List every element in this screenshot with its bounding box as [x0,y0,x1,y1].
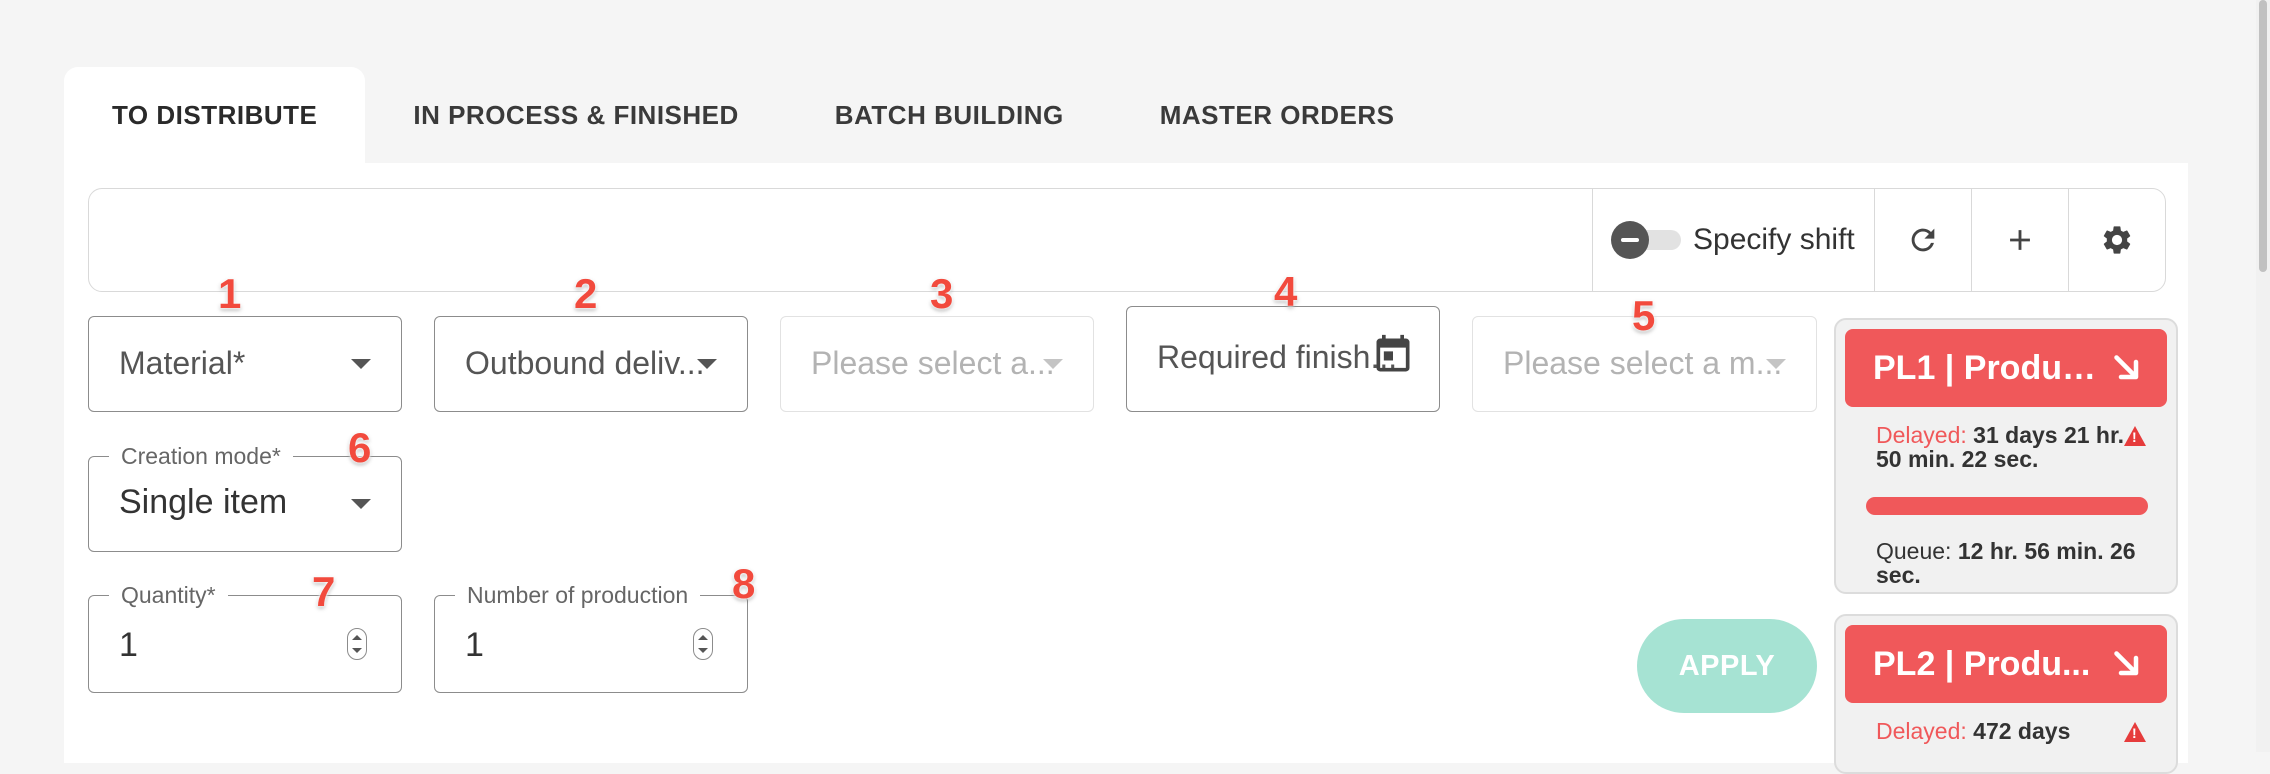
delayed-label: Delayed: [1876,718,1967,744]
quantity-value: 1 [119,626,138,664]
delayed-label: Delayed: [1876,422,1967,448]
chevron-down-icon [1043,359,1063,369]
marker-8: 8 [732,560,756,607]
refresh-button[interactable] [1874,189,1971,291]
production-line-card: PL2 | Produ... Delayed: 472 days [1834,614,2178,774]
production-line-title: PL2 | Produ... [1873,644,2091,683]
plus-icon [2010,230,2030,250]
delayed-value: 31 days 21 hr. 50 min. 22 sec. [1876,422,2125,472]
number-of-production-stepper[interactable] [693,628,713,660]
quantity-label: Quantity* [109,582,228,609]
outbound-delivery-label: Outbound deliv... [465,345,705,381]
number-of-production-input[interactable]: Number of production 1 [434,582,748,693]
chevron-down-icon [351,499,371,509]
gear-icon [2103,226,2131,254]
marker-2: 2 [574,270,598,317]
scrollbar-thumb[interactable] [2259,0,2267,272]
specify-shift-toggle[interactable] [1611,221,1683,259]
settings-button[interactable] [2068,189,2165,291]
quantity-stepper[interactable] [347,628,367,660]
arrow-down-right-icon [2114,355,2139,380]
select-field-3-placeholder: Please select a... [811,345,1055,381]
tab-master-orders[interactable]: MASTER ORDERS [1159,99,1395,130]
queue-row: Queue: 12 hr. 56 min. 26 sec. [1836,539,2176,587]
marker-4: 4 [1274,268,1298,315]
calendar-icon[interactable] [1371,333,1415,377]
page-scrollbar[interactable] [2256,0,2270,752]
production-line-header[interactable]: PL2 | Produ... [1845,625,2167,703]
progress-bar [1866,497,2148,515]
delayed-value: 472 days [1973,718,2071,744]
production-line-title: PL1 | Produc... [1873,348,2109,387]
number-of-production-value: 1 [465,626,484,664]
apply-button[interactable]: APPLY [1637,619,1817,713]
production-line-card: PL1 | Produc... Delayed: 31 days 21 hr. … [1834,318,2178,594]
material-select[interactable]: Material* [88,316,402,412]
toolbar: Specify shift [88,188,2166,292]
chevron-down-icon [1766,359,1786,369]
material-label: Material* [119,345,246,381]
tab-in-process-finished[interactable]: IN PROCESS & FINISHED [413,99,739,130]
chevron-down-icon [697,359,717,369]
arrow-down-right-icon [2114,651,2139,676]
creation-mode-value: Single item [119,483,288,521]
warning-icon [2124,426,2146,446]
tab-bar: TO DISTRIBUTE IN PROCESS & FINISHED BATC… [64,67,1443,163]
required-finish-date-field[interactable]: Required finish... [1126,306,1440,412]
marker-6: 6 [348,424,372,471]
outbound-delivery-select[interactable]: Outbound deliv... [434,316,748,412]
marker-3: 3 [930,270,954,317]
chevron-down-icon [351,359,371,369]
creation-mode-select[interactable]: Creation mode* Single item [88,443,402,552]
queue-value: 12 hr. 56 min. 26 sec. [1876,538,2136,588]
select-field-5-placeholder: Please select a m... [1503,345,1783,381]
add-button[interactable] [1971,189,2068,291]
tab-batch-building[interactable]: BATCH BUILDING [834,99,1064,130]
delayed-row: Delayed: 31 days 21 hr. 50 min. 22 sec. [1836,423,2176,471]
marker-5: 5 [1632,292,1656,339]
minus-icon [1611,221,1649,259]
delayed-row: Delayed: 472 days [1836,719,2176,743]
warning-icon [2124,722,2146,742]
production-line-header[interactable]: PL1 | Produc... [1845,329,2167,407]
marker-7: 7 [312,568,336,615]
select-field-3[interactable]: Please select a... [780,316,1094,412]
tab-to-distribute[interactable]: TO DISTRIBUTE [64,67,366,163]
creation-mode-label: Creation mode* [109,443,293,470]
specify-shift-control: Specify shift [1592,189,1874,291]
queue-label: Queue: [1876,538,1952,564]
marker-1: 1 [218,270,242,317]
refresh-icon [1911,228,1935,252]
select-field-5[interactable]: Please select a m... [1472,316,1817,412]
number-of-production-label: Number of production [455,582,701,609]
quantity-input[interactable]: Quantity* 1 [88,582,402,693]
specify-shift-label: Specify shift [1693,223,1855,256]
